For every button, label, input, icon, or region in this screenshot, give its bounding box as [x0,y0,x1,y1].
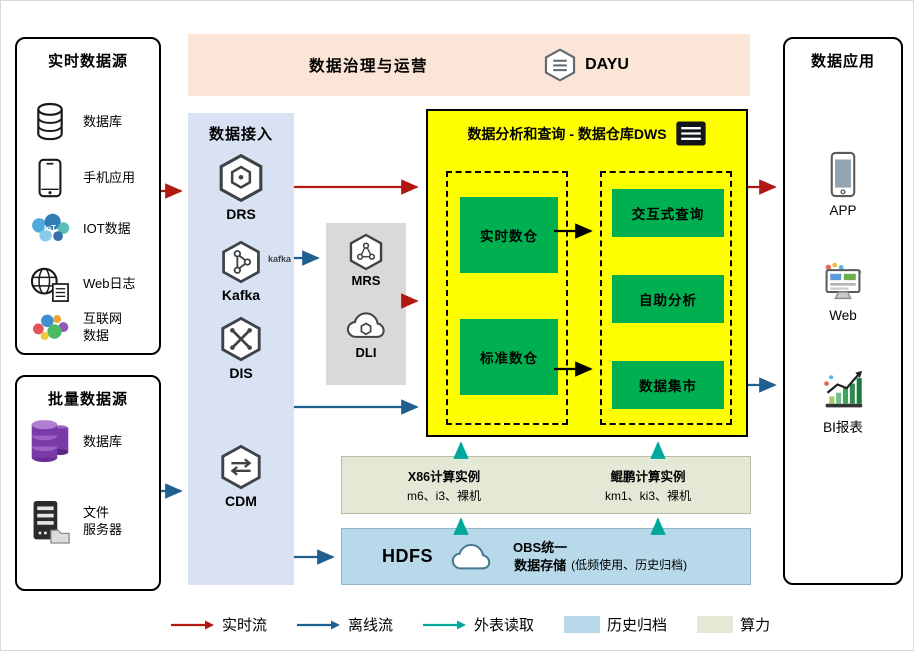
drs-hexagon-icon [219,153,263,203]
service-kafka: kafka Kafka [188,240,294,303]
web-log-icon [25,265,75,303]
database-icon [25,101,75,143]
batch-sources-title: 批量数据源 [47,391,128,408]
dws-warehouse-box: 数据分析和查询 - 数据仓库DWS 实时数仓 标准数仓 交互式查询 自助分析 数… [426,109,748,437]
source-item-internet-data: 互联网 数据 [25,311,155,345]
dws-list-icon [675,121,706,146]
realtime-warehouse-box: 实时数仓 [460,197,558,273]
realtime-flow-arrow-icon [171,620,214,629]
governance-bar: 数据治理与运营 DAYU [188,34,750,96]
hdfs-obs-storage-box: HDFS OBS统一 数据存储 (低频使用、历史归档) [341,528,751,585]
bi-report-icon [824,370,863,408]
compute-power-swatch [697,616,734,633]
source-item-web-log: Web日志 [25,265,155,303]
service-dli: DLI [326,309,406,360]
hdfs-label: HDFS [382,546,433,566]
kafka-hexagon-icon [222,240,260,284]
legend-external-table-read: 外表读取 [423,614,534,635]
compute-services-box: MRS DLI [326,223,406,385]
source-item-batch-database: 数据库 [25,417,155,467]
service-cdm: CDM [188,444,294,509]
legend: 实时流 离线流 外表读取 历史归档 算力 [171,614,770,635]
app-phone-icon [830,151,856,198]
external-read-arrow-icon [423,620,467,629]
file-server-icon [25,499,75,545]
source-item-file-server: 文件 服务器 [25,499,155,545]
legend-compute-power: 算力 [697,614,770,635]
source-item-mobile-app: 手机应用 [25,158,155,198]
svg-text:IoT: IoT [44,224,56,233]
realtime-sources-title: 实时数据源 [47,53,128,70]
x86-instances: X86计算实例 m6、i3、裸机 [406,470,481,503]
service-dis: DIS [188,316,294,381]
realtime-sources-panel: 实时数据源 数据库 手机应用 [15,37,161,355]
obs-storage-title: OBS统一 数据存储 [513,539,568,573]
analytics-group: 交互式查询 自助分析 数据集市 [600,171,732,425]
kunpeng-instances: 鲲鹏计算实例 km1、ki3、裸机 [604,470,691,503]
legend-history-archive: 历史归档 [564,614,667,635]
web-monitor-icon [825,262,862,300]
obs-storage-text: OBS统一 数据存储 (低频使用、历史归档) [513,539,687,574]
dws-header: 数据分析和查询 - 数据仓库DWS [428,120,746,147]
data-applications-title: 数据应用 [810,53,875,70]
data-mart-box: 数据集市 [612,361,724,409]
service-drs: DRS [188,153,294,222]
interactive-query-box: 交互式查询 [612,189,724,237]
iot-icon: IoT [25,212,75,246]
dws-title: 数据分析和查询 - 数据仓库DWS [467,125,667,142]
compute-instances-box: X86计算实例 m6、i3、裸机 鲲鹏计算实例 km1、ki3、裸机 [341,456,751,514]
batch-sources-panel: 批量数据源 数据库 [15,375,161,591]
mrs-hexagon-icon [349,233,383,271]
application-bi-report: BI报表 [785,369,901,436]
cdm-hexagon-icon [221,444,261,490]
governance-title: 数据治理与运营 [309,58,429,75]
dis-hexagon-icon [221,316,261,362]
source-item-iot: IoT IOT数据 [25,212,155,246]
self-service-analysis-box: 自助分析 [612,275,724,323]
data-ingestion-title: 数据接入 [208,126,273,143]
offline-flow-arrow-icon [297,620,341,629]
internet-data-icon [25,311,75,345]
service-mrs: MRS [326,233,406,288]
source-item-database: 数据库 [25,101,155,143]
application-web: Web [785,261,901,323]
data-ingestion-column: 数据接入 DRS kafka Kafka [188,113,294,585]
obs-storage-note: (低频使用、历史归档) [571,558,688,573]
warehouse-group: 实时数仓 标准数仓 [446,171,568,425]
kafka-badge: kafka [267,254,291,264]
dayu-icon [544,48,576,82]
application-app: APP [785,151,901,218]
purple-database-icon [25,417,75,467]
dayu-brand: DAYU [543,48,629,82]
dayu-label: DAYU [585,56,629,73]
dli-cloud-icon [346,312,385,338]
legend-offline-flow: 离线流 [297,614,393,635]
legend-realtime-flow: 实时流 [171,614,267,635]
history-archive-swatch [564,616,601,633]
obs-cloud-icon [451,544,491,570]
standard-warehouse-box: 标准数仓 [460,319,558,395]
data-applications-panel: 数据应用 APP Web [783,37,903,585]
mobile-phone-icon [25,158,75,198]
